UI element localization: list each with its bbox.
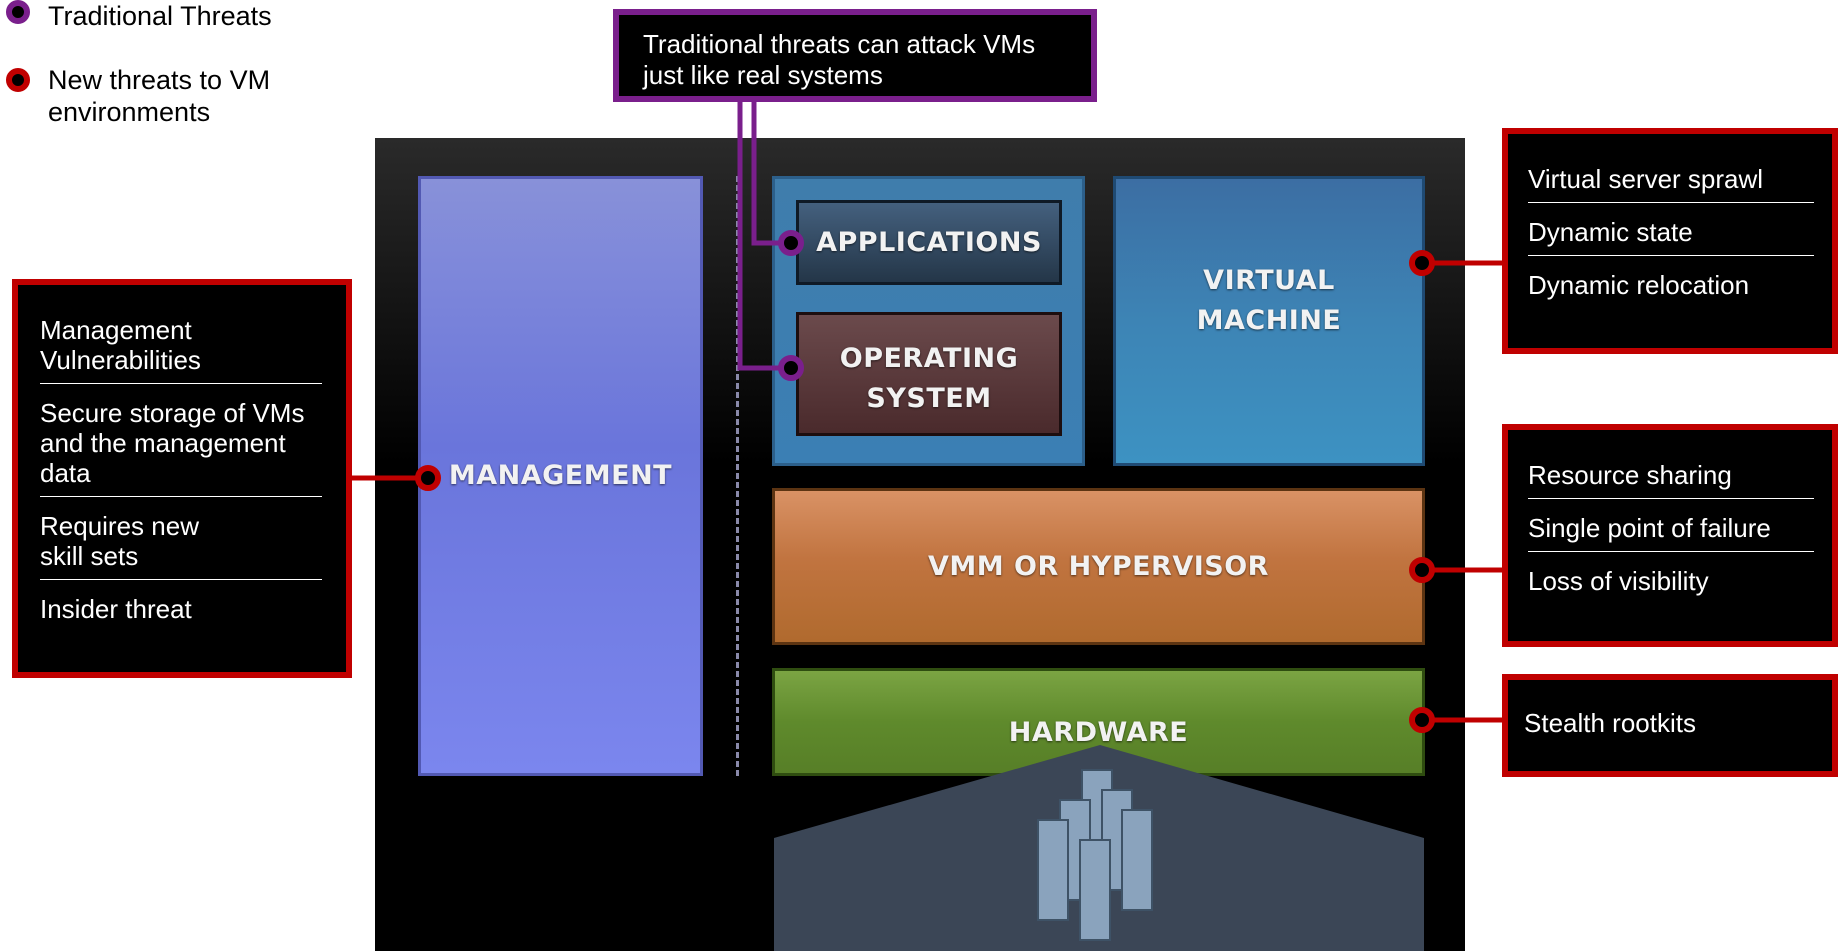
separator <box>40 579 322 580</box>
new-threat-marker-icon <box>1409 557 1435 583</box>
hardware-label: HARDWARE <box>1008 717 1189 748</box>
callout-item: Loss of visibility <box>1528 566 1709 596</box>
new-threat-marker-icon <box>1409 707 1435 733</box>
callout-item: Management Vulnerabilities <box>40 315 201 375</box>
callout-item: Resource sharing <box>1528 460 1732 490</box>
callout-text: Traditional threats can attack VMs just … <box>643 29 1036 90</box>
separator <box>40 383 322 384</box>
hypervisor-label: VMM OR HYPERVISOR <box>928 550 1269 582</box>
traditional-threat-marker-icon <box>778 355 804 381</box>
management-label: MANAGEMENT <box>448 460 673 491</box>
callout-item: Insider threat <box>40 594 192 624</box>
divider-line <box>736 176 739 776</box>
virtual-machine-label: VIRTUAL MACHINE <box>1196 265 1342 336</box>
new-threat-marker-icon <box>1409 250 1435 276</box>
legend-new-threats: New threats to VM environments <box>6 64 346 128</box>
legend-red-dot-icon <box>6 68 30 92</box>
operating-system-label: OPERATING SYSTEM <box>839 343 1019 414</box>
separator <box>40 496 322 497</box>
callout-item: Dynamic state <box>1528 217 1693 247</box>
legend-purple-dot-icon <box>6 0 30 24</box>
server-rack-icon <box>1037 769 1153 941</box>
callout-item: Dynamic relocation <box>1528 270 1750 300</box>
callout-item: Virtual server sprawl <box>1528 164 1764 194</box>
applications-block: APPLICATIONS <box>796 200 1062 285</box>
separator <box>1528 551 1814 552</box>
callout-vm-threats: Virtual server sprawl Dynamic state Dyna… <box>1502 128 1838 354</box>
separator <box>1528 255 1814 256</box>
separator <box>1528 498 1814 499</box>
callout-item: Requires new skill sets <box>40 511 199 571</box>
callout-management-threats: Management Vulnerabilities Secure storag… <box>12 279 352 678</box>
callout-hypervisor-threats: Resource sharing Single point of failure… <box>1502 424 1838 647</box>
callout-traditional-threats: Traditional threats can attack VMs just … <box>613 9 1097 102</box>
management-block: MANAGEMENT <box>418 176 703 776</box>
legend-label: Traditional Threats <box>48 1 272 31</box>
callout-hardware-threats: Stealth rootkits <box>1502 674 1838 777</box>
legend-traditional-threats: Traditional Threats <box>6 0 272 32</box>
operating-system-block: OPERATING SYSTEM <box>796 312 1062 436</box>
hardware-block: HARDWARE <box>772 668 1425 776</box>
separator <box>1528 202 1814 203</box>
callout-item: Stealth rootkits <box>1524 708 1696 738</box>
new-threat-marker-icon <box>415 465 441 491</box>
virtual-machine-block: VIRTUAL MACHINE <box>1113 176 1425 466</box>
callout-item: Secure storage of VMs and the management… <box>40 398 305 488</box>
legend-label: New threats to VM environments <box>48 65 271 127</box>
traditional-threat-marker-icon <box>778 230 804 256</box>
applications-label: APPLICATIONS <box>816 226 1042 258</box>
callout-item: Single point of failure <box>1528 513 1771 543</box>
